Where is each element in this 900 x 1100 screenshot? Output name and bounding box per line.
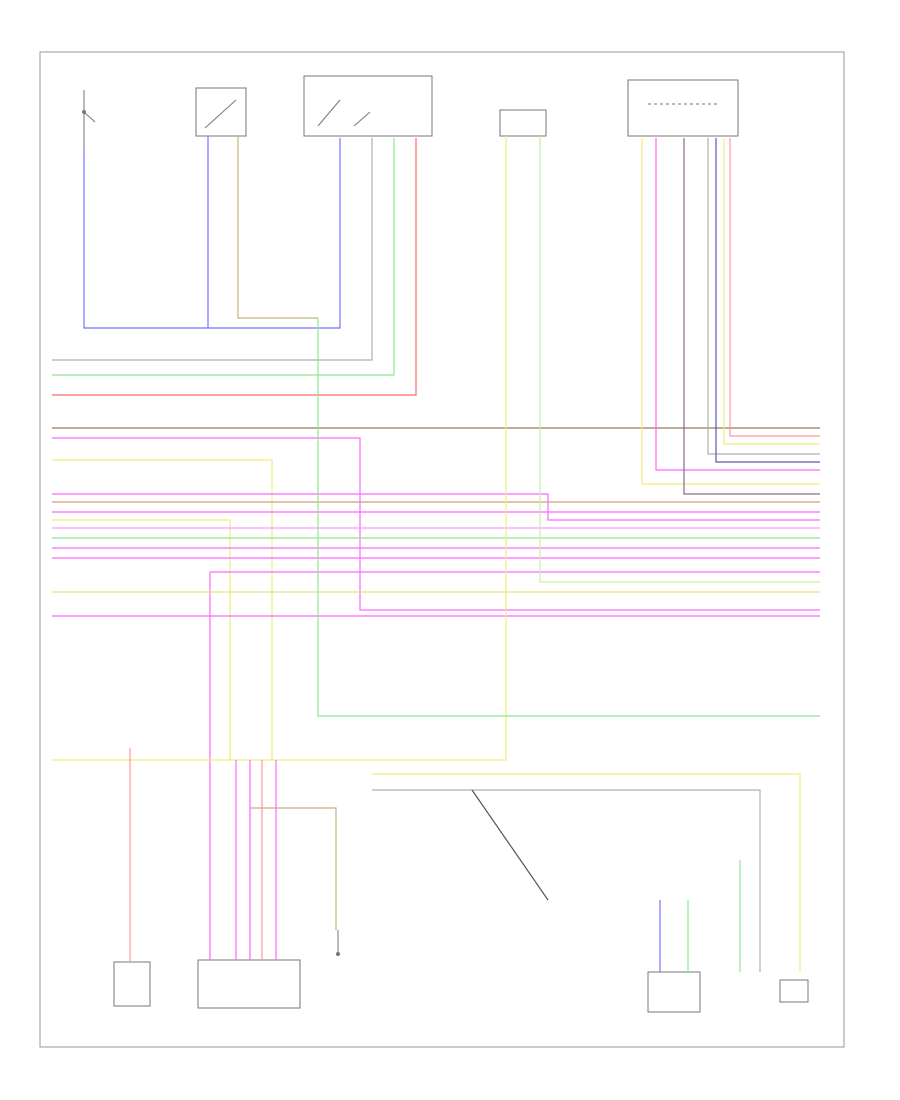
wire-red-right xyxy=(729,138,820,437)
wire-yellow-bus-2 xyxy=(52,519,231,760)
wire-green-1 xyxy=(52,138,395,376)
wire-pink-bus-1 xyxy=(52,437,820,611)
wire-yellow-right xyxy=(641,138,820,485)
wire-brown-right xyxy=(683,138,820,495)
wire-gray-1 xyxy=(52,138,373,361)
bottom-right-module xyxy=(647,971,701,1013)
top-right-small xyxy=(499,109,547,137)
wire-yellow-right-2 xyxy=(723,138,820,445)
wire-blue-right xyxy=(715,138,820,463)
bottom-main-connector xyxy=(197,959,301,1009)
wire-tan-bottom xyxy=(250,807,337,930)
wire-yellow-bottom xyxy=(372,773,801,972)
top-switch-left xyxy=(82,90,96,150)
wire-yellow-small xyxy=(52,136,507,761)
wire-pink-right xyxy=(655,138,820,471)
diagram-frame xyxy=(39,51,845,1048)
wire-tan-sensor xyxy=(237,136,318,319)
top-center-module xyxy=(303,75,433,137)
bottom-right-sensor xyxy=(779,979,809,1003)
wires xyxy=(52,136,820,972)
wire-blue-left xyxy=(83,138,341,329)
pointer-line xyxy=(471,789,549,901)
wire-pink-bus-2 xyxy=(52,493,820,521)
bottom-left-module xyxy=(113,961,151,1007)
wire-gray-bottom xyxy=(372,789,761,972)
wire-green-small xyxy=(539,136,820,583)
wire-yellow-bus-1 xyxy=(52,459,273,760)
wire-red-1 xyxy=(52,138,417,396)
top-sensor xyxy=(195,87,247,137)
wire-gray-right xyxy=(707,138,820,455)
wire-green-trunk xyxy=(317,318,820,717)
top-right-module xyxy=(627,79,739,137)
bottom-ground xyxy=(336,930,340,956)
